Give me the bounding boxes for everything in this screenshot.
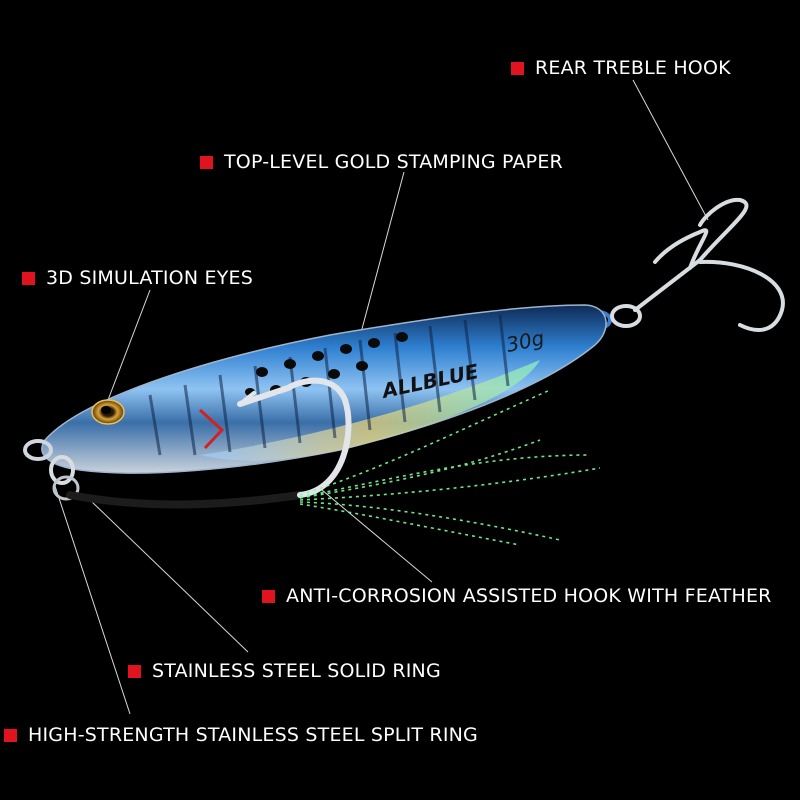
callout-text: HIGH-STRENGTH STAINLESS STEEL SPLIT RING [28, 724, 478, 746]
callout-text: TOP-LEVEL GOLD STAMPING PAPER [224, 151, 563, 173]
feather-strands [299, 389, 601, 546]
callout-assisted-hook: ANTI-CORROSION ASSISTED HOOK WITH FEATHE… [262, 585, 772, 607]
callout-rear-treble-hook: REAR TREBLE HOOK [511, 57, 731, 79]
treble-prong-1 [698, 197, 749, 262]
square-marker-icon [4, 728, 17, 742]
assist-hook [237, 377, 352, 498]
callout-text: REAR TREBLE HOOK [535, 57, 731, 79]
square-marker-icon [22, 271, 35, 285]
split-ring [52, 475, 80, 501]
treble-prong-2 [653, 228, 709, 270]
square-marker-icon [262, 589, 275, 603]
lure-gill [198, 408, 225, 450]
leader-gold-stamping [354, 171, 405, 356]
treble-prong-3 [698, 259, 785, 332]
square-marker-icon [511, 61, 524, 75]
nose-loop [23, 439, 53, 461]
solid-ring [49, 455, 75, 485]
callout-text: ANTI-CORROSION ASSISTED HOOK WITH FEATHE… [286, 585, 772, 607]
lure-body: ALLBLUE 30g [23, 304, 607, 474]
leader-solid-ring [89, 499, 249, 653]
callout-text: STAINLESS STEEL SOLID RING [152, 660, 441, 682]
square-marker-icon [200, 155, 213, 169]
front-rigging [49, 377, 352, 509]
lure-stripes [148, 314, 510, 456]
rear-split-ring [610, 304, 642, 328]
rear-treble-hook [584, 197, 785, 332]
square-marker-icon [128, 664, 141, 678]
assist-cord [66, 491, 304, 509]
leader-eyes [107, 289, 151, 401]
leader-assisted-hook [321, 489, 433, 583]
callout-solid-ring: STAINLESS STEEL SOLID RING [128, 660, 441, 682]
leader-rear-treble-hook [632, 79, 709, 221]
callout-gold-stamping-paper: TOP-LEVEL GOLD STAMPING PAPER [200, 151, 563, 173]
leader-split-ring [54, 485, 131, 715]
callout-simulation-eyes: 3D SIMULATION EYES [22, 267, 253, 289]
leader-lines [54, 79, 709, 715]
callout-split-ring: HIGH-STRENGTH STAINLESS STEEL SPLIT RING [4, 724, 478, 746]
lure-belly-flash [200, 360, 540, 461]
callout-text: 3D SIMULATION EYES [46, 267, 253, 289]
